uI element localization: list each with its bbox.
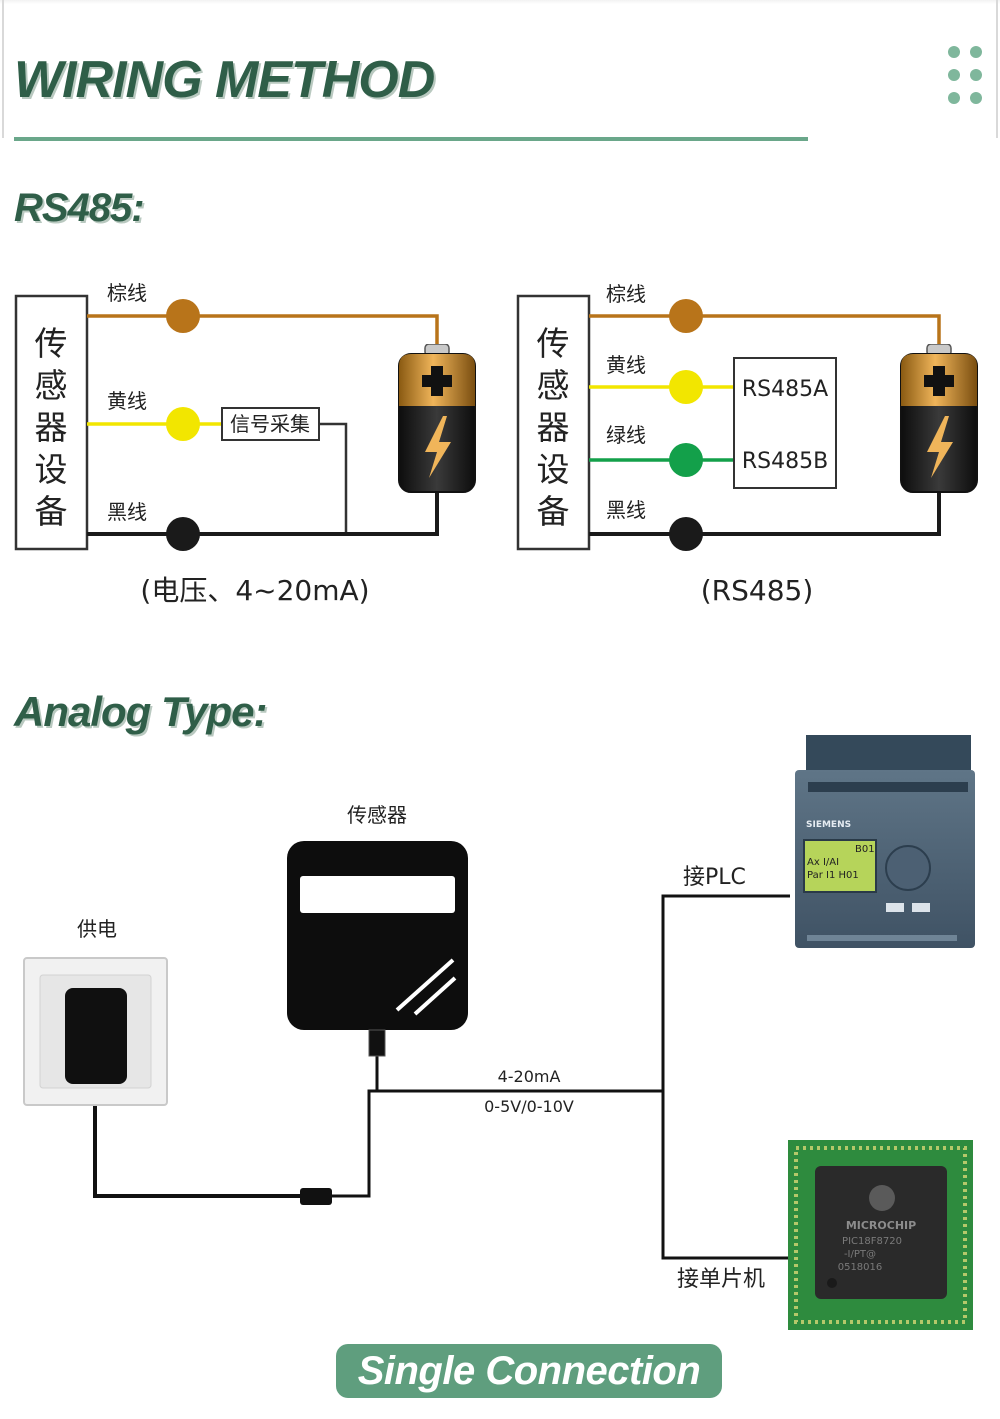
signal-return-wire bbox=[319, 422, 348, 534]
right-border bbox=[996, 0, 998, 138]
rs485a-label: RS485A bbox=[742, 377, 828, 402]
rs485-terminal-box bbox=[733, 357, 837, 489]
black-terminal bbox=[166, 517, 200, 551]
page-title: WIRING METHOD bbox=[14, 51, 435, 109]
brown-terminal bbox=[166, 299, 200, 333]
left-border bbox=[2, 0, 4, 138]
yellow-wire-label: 黄线 bbox=[606, 353, 646, 377]
dot bbox=[948, 92, 960, 104]
chip-brand: MICROCHIP bbox=[846, 1219, 916, 1232]
signal-wire bbox=[332, 1089, 663, 1198]
device-char: 器 bbox=[35, 408, 68, 447]
power-cable bbox=[93, 1083, 305, 1198]
glass-shine bbox=[395, 958, 455, 1012]
signal-label-voltage: 0-5V/0-10V bbox=[484, 1097, 574, 1116]
yellow-terminal bbox=[166, 407, 200, 441]
power-adapter-icon bbox=[65, 988, 127, 1084]
signal-label-current: 4-20mA bbox=[498, 1067, 561, 1086]
mcu-label: 接单片机 bbox=[677, 1267, 765, 1292]
plc-label: 接PLC bbox=[683, 865, 746, 890]
rs485-heading: RS485: bbox=[14, 186, 145, 230]
dot bbox=[970, 69, 982, 81]
plc-lcd bbox=[803, 839, 877, 893]
device-char: 设 bbox=[537, 450, 570, 489]
dot bbox=[970, 92, 982, 104]
top-border bbox=[0, 0, 1000, 4]
dot bbox=[948, 69, 960, 81]
title-underline bbox=[14, 137, 808, 141]
black-wire-label: 黑线 bbox=[107, 500, 147, 524]
dot bbox=[970, 46, 982, 58]
diagram-analog: 供电 传感器 4-20mA 0-5V/0-10V 接PLC SIEMENS B0… bbox=[23, 735, 975, 1330]
device-char: 器 bbox=[537, 408, 570, 447]
black-wire-label: 黑线 bbox=[606, 498, 646, 522]
brown-wire-label: 棕线 bbox=[107, 281, 147, 305]
brown-wire bbox=[87, 314, 439, 360]
plc-lcd-line: Par I1 H01 bbox=[807, 870, 859, 881]
output-bus-wire bbox=[661, 894, 790, 1260]
brown-terminal bbox=[669, 299, 703, 333]
signal-acquisition-box bbox=[221, 407, 320, 441]
sensor-gland bbox=[368, 1029, 386, 1057]
sensor-label: 传感器 bbox=[347, 803, 407, 827]
black-wire bbox=[87, 490, 439, 536]
dot bbox=[948, 46, 960, 58]
sensor-device-box bbox=[14, 294, 89, 551]
chip-text: 0518016 bbox=[838, 1262, 883, 1273]
yellow-terminal bbox=[669, 370, 703, 404]
device-char: 设 bbox=[35, 450, 68, 489]
diagram-caption: (电压、4~20mA) bbox=[140, 574, 369, 607]
analog-heading: Analog Type: bbox=[14, 688, 267, 735]
rs485b-label: RS485B bbox=[742, 449, 828, 474]
glass-shine bbox=[413, 976, 457, 1016]
device-char: 传 bbox=[537, 324, 570, 363]
black-terminal bbox=[669, 517, 703, 551]
sensor-device-icon bbox=[287, 841, 468, 1030]
diagram-voltage-current: 传 感 器 设 备 棕线 黄线 信号采集 黑线 (电压、4~20mA) bbox=[14, 281, 476, 607]
device-char: 传 bbox=[35, 324, 68, 363]
battery-icon bbox=[900, 344, 978, 493]
plc-brand: SIEMENS bbox=[806, 820, 851, 830]
device-char: 备 bbox=[537, 492, 570, 531]
brown-wire-label: 棕线 bbox=[606, 282, 646, 306]
chip-text: -I/PT@ bbox=[844, 1249, 876, 1260]
battery-icon bbox=[398, 344, 476, 493]
diagram-rs485: 传 感 器 设 备 棕线 黄线 绿线 RS485A RS485B 黑线 (RS4… bbox=[516, 282, 978, 607]
yellow-wire-label: 黄线 bbox=[107, 389, 147, 413]
diagram-caption: (RS485) bbox=[701, 574, 814, 607]
device-char: 感 bbox=[35, 366, 68, 405]
plc-module-icon: SIEMENS B01 Ax I/AI Par I1 H01 bbox=[795, 735, 975, 948]
single-connection-badge: Single Connection bbox=[336, 1344, 722, 1398]
signal-acquisition-label: 信号采集 bbox=[230, 412, 310, 436]
cable-connector bbox=[300, 1188, 332, 1205]
plc-lcd-line: Ax I/AI bbox=[807, 857, 839, 868]
microcontroller-chip-icon: MICROCHIP PIC18F8720 -I/PT@ 0518016 bbox=[788, 1140, 973, 1330]
black-wire bbox=[589, 490, 941, 536]
green-terminal bbox=[669, 443, 703, 477]
power-label: 供电 bbox=[77, 917, 117, 941]
device-char: 备 bbox=[35, 492, 68, 531]
sensor-device-box bbox=[516, 294, 591, 551]
plc-lcd-line: B01 bbox=[855, 844, 875, 855]
chip-text: PIC18F8720 bbox=[842, 1236, 902, 1247]
green-wire-label: 绿线 bbox=[606, 423, 646, 447]
device-char: 感 bbox=[537, 366, 570, 405]
sensor-display bbox=[300, 876, 455, 913]
